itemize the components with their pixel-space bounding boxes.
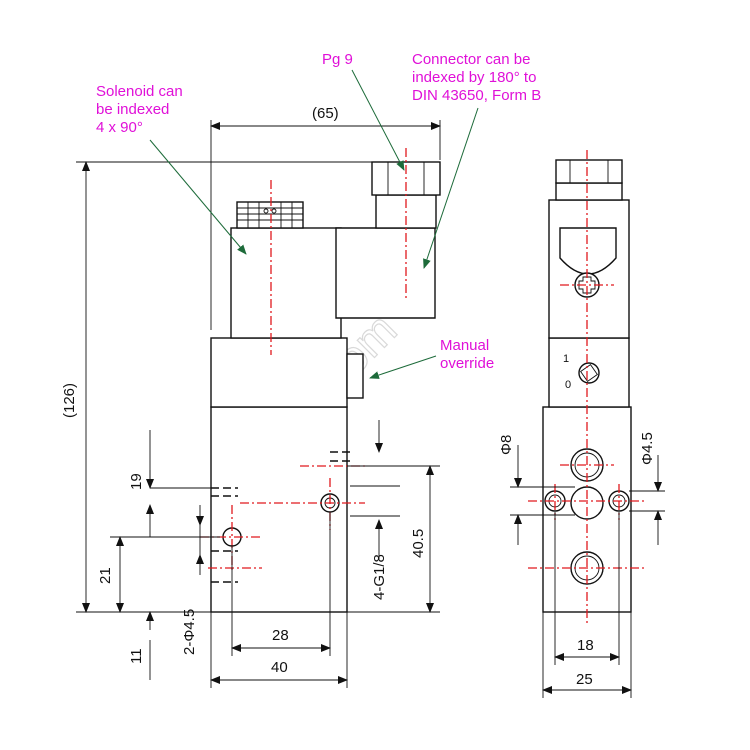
dim-phi45: Φ4.5 (639, 432, 656, 465)
side-connector-neck (555, 182, 623, 201)
connector-note-line1: Connector can be (412, 51, 530, 68)
side-coil (548, 199, 630, 339)
solenoid-note-line2: be indexed (96, 101, 169, 118)
dim-ports: 4-G1/8 (371, 554, 388, 600)
front-view (200, 148, 441, 613)
connector-housing (335, 227, 436, 319)
pg-note: Pg 9 (322, 51, 353, 68)
operator-block (210, 337, 348, 408)
dim-21: 21 (97, 567, 114, 584)
solenoid-note-line1: Solenoid can (96, 83, 183, 100)
dim-holes: 2-Φ4.5 (181, 609, 198, 655)
dim-18: 18 (577, 637, 594, 654)
side-override-dial (578, 362, 600, 384)
dim-25: 25 (576, 671, 593, 688)
dim-40: 40 (271, 659, 288, 676)
dim-40-5: 40.5 (410, 529, 427, 558)
dim-126: (126) (61, 383, 78, 418)
side-gland-nut (555, 159, 623, 184)
side-dimensions: Φ8 Φ4.5 18 25 (498, 432, 665, 698)
manual-note-line2: override (440, 355, 494, 372)
manual-override-button (346, 353, 364, 399)
solenoid-coil (230, 227, 342, 339)
dim-65: (65) (312, 105, 339, 122)
front-dimensions: (65) (126) 19 21 11 2-Φ4.5 4-G1/8 (61, 105, 441, 688)
dim-28: 28 (272, 627, 289, 644)
pos-1: 1 (563, 353, 569, 365)
solenoid-nut (236, 201, 304, 229)
side-view: 1 0 (528, 150, 646, 625)
pos-0: 0 (565, 379, 571, 391)
connector-note-line2: indexed by 180° to (412, 69, 536, 86)
dim-19: 19 (128, 473, 145, 490)
left-port-dashes (211, 451, 350, 583)
solenoid-note-line3: 4 x 90° (96, 119, 143, 136)
manual-note-line1: Manual (440, 337, 489, 354)
connector-note-line3: DIN 43650, Form B (412, 87, 541, 104)
dim-11: 11 (128, 648, 145, 664)
dim-phi8: Φ8 (498, 435, 515, 455)
annotations: Solenoid can be indexed 4 x 90° Pg 9 Con… (96, 51, 541, 379)
